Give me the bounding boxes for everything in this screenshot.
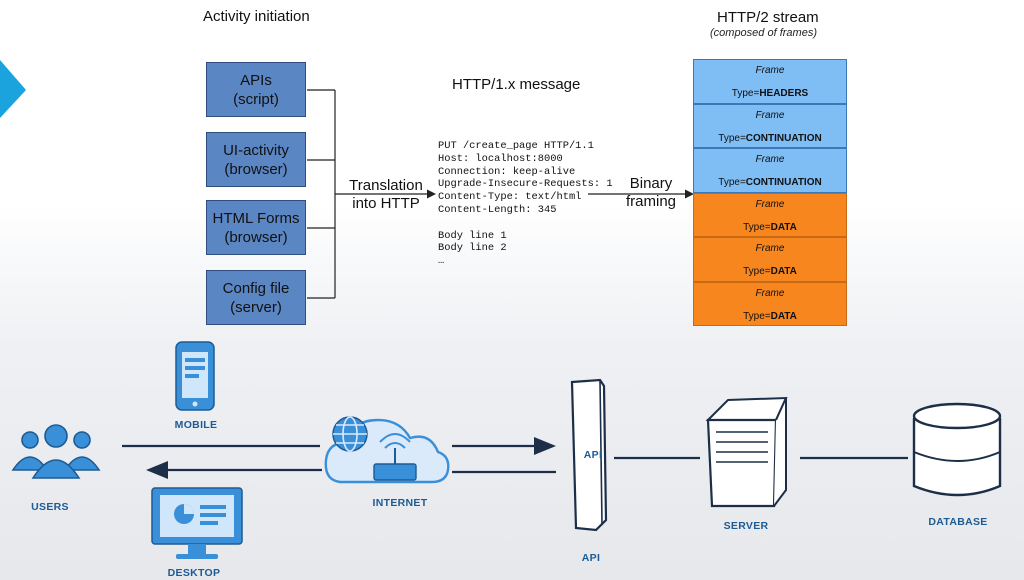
frame-type-prefix: Type= xyxy=(743,221,771,233)
frame-type-prefix: Type= xyxy=(731,88,760,99)
source-box-html-forms: HTML Forms (browser) xyxy=(206,200,306,255)
api-tower-icon xyxy=(570,378,608,532)
frame-type: Type=DATA xyxy=(694,266,846,277)
frame-type: Type=DATA xyxy=(694,311,846,322)
frame-type-prefix: Type= xyxy=(718,177,746,188)
desktop-label: DESKTOP xyxy=(167,567,221,579)
desktop-icon xyxy=(151,487,243,559)
frame-type: Type=CONTINUATION xyxy=(694,177,846,188)
http1-line: Body line 2 xyxy=(438,242,507,255)
framing-label: Binary framing xyxy=(622,175,680,211)
http1-line: … xyxy=(438,255,445,268)
translation-label: Translation into HTTP xyxy=(340,177,432,213)
http1-line: Content-Length: 345 xyxy=(438,203,557,216)
framing-line1: Binary xyxy=(629,175,673,192)
source-line1: Config file xyxy=(222,279,290,297)
frame-type-prefix: Type= xyxy=(743,310,771,322)
http2-subtitle: (composed of frames) xyxy=(710,27,817,39)
frame-type: Type=HEADERS xyxy=(694,88,846,99)
upper-connectors xyxy=(307,89,694,299)
source-box-ui-activity: UI-activity (browser) xyxy=(206,132,306,187)
activity-title: Activity initiation xyxy=(203,8,310,25)
http1-line: Content-Type: text/html xyxy=(438,191,582,204)
mobile-label: MOBILE xyxy=(174,419,218,431)
http2-title: HTTP/2 stream xyxy=(717,9,819,26)
http1-title: HTTP/1.x message xyxy=(452,76,581,93)
source-box-config-file: Config file (server) xyxy=(206,270,306,325)
source-line1: HTML Forms xyxy=(212,209,300,227)
frame-type: Type=DATA xyxy=(694,222,846,233)
frame-type-value: DATA xyxy=(770,266,797,277)
frame-type-value: HEADERS xyxy=(759,88,809,99)
source-line2: (browser) xyxy=(224,160,288,178)
frame-type-prefix: Type= xyxy=(743,266,771,277)
source-line2: (server) xyxy=(230,298,282,316)
internet-label: INTERNET xyxy=(372,497,428,509)
http1-line: Host: localhost:8000 xyxy=(438,152,563,165)
frame-name: Frame xyxy=(755,198,785,210)
users-label: USERS xyxy=(31,501,69,513)
database-icon xyxy=(912,402,1002,497)
frame-type-prefix: Type= xyxy=(718,132,746,144)
translation-line2: into HTTP xyxy=(352,195,420,212)
source-line1: APIs xyxy=(240,71,272,89)
api-label: API xyxy=(581,552,601,564)
http1-line: PUT /create_page HTTP/1.1 xyxy=(438,140,594,152)
frame-name: Frame xyxy=(755,287,785,299)
source-line2: (browser) xyxy=(224,228,288,246)
source-line2: (script) xyxy=(233,90,279,108)
http1-line: Body line 1 xyxy=(438,229,507,242)
frame-name: Frame xyxy=(755,243,785,254)
frame-name: Frame xyxy=(755,65,785,76)
users-icon xyxy=(11,424,101,479)
frame-type-value: CONTINUATION xyxy=(745,132,822,144)
mobile-icon xyxy=(175,341,215,411)
frame-type: Type=CONTINUATION xyxy=(694,133,846,144)
http1-line: Connection: keep-alive xyxy=(438,165,576,178)
frame-type-value: DATA xyxy=(770,221,797,233)
frame-name: Frame xyxy=(755,109,785,121)
http1-line: Upgrade-Insecure-Requests: 1 xyxy=(438,178,613,191)
api-inner-label: API xyxy=(583,449,603,461)
translation-line1: Translation xyxy=(349,177,423,194)
server-label: SERVER xyxy=(723,520,769,532)
internet-cloud-icon xyxy=(324,416,450,484)
framing-line2: framing xyxy=(625,193,677,210)
source-line1: UI-activity xyxy=(223,141,289,159)
frame-name: Frame xyxy=(755,154,785,165)
server-icon xyxy=(705,396,788,508)
nav-chevron-icon[interactable] xyxy=(0,60,30,120)
frame-type-value: DATA xyxy=(770,310,797,322)
frame-type-value: CONTINUATION xyxy=(745,177,822,188)
database-label: DATABASE xyxy=(928,516,988,528)
source-box-apis: APIs (script) xyxy=(206,62,306,117)
